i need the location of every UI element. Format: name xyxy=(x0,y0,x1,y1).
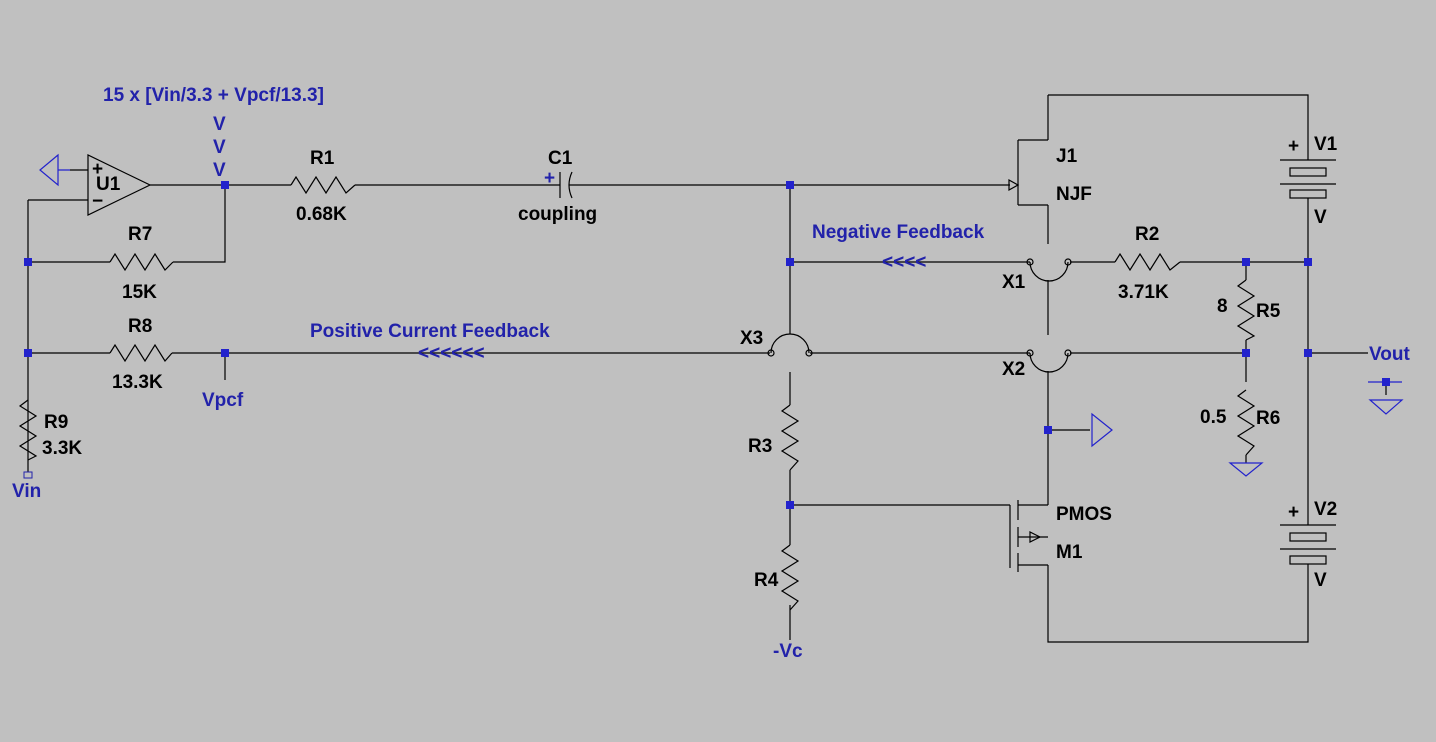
resistor-r1[interactable]: R1 0.68K xyxy=(290,148,356,225)
crossing-x3-label: X3 xyxy=(740,328,763,349)
r6-value: 0.5 xyxy=(1200,407,1227,428)
negative-feedback-label: Negative Feedback xyxy=(812,222,985,243)
v-mark-2: V xyxy=(213,137,226,158)
mosfet-m1[interactable]: PMOS M1 xyxy=(1009,500,1112,572)
r2-ref: R2 xyxy=(1135,224,1159,245)
j1-ref: J1 xyxy=(1056,146,1078,167)
m1-model: PMOS xyxy=(1056,504,1112,525)
u1-ref: U1 xyxy=(96,174,121,195)
v2-ref: V2 xyxy=(1314,499,1337,520)
resistor-r5[interactable]: R5 8 xyxy=(1217,279,1281,341)
opamp-u1[interactable]: + − U1 xyxy=(70,154,152,216)
net-label-vin: Vin xyxy=(12,481,41,502)
net-label-neg-vc: -Vc xyxy=(773,641,803,662)
vout-ground-symbol xyxy=(1368,378,1404,415)
r1-ref: R1 xyxy=(310,148,335,169)
resistor-r3[interactable]: R3 xyxy=(748,404,800,471)
svg-text:+: + xyxy=(544,168,555,189)
wires xyxy=(27,94,1387,643)
j1-model: NJF xyxy=(1056,184,1092,205)
source-v2[interactable]: + V2 V xyxy=(1280,499,1337,591)
flag-symbol-source xyxy=(1091,412,1113,448)
resistor-r7[interactable]: R7 15K xyxy=(109,224,174,303)
v2-value: V xyxy=(1314,570,1327,591)
v1-value: V xyxy=(1314,207,1327,228)
resistor-r4[interactable]: R4 xyxy=(754,544,800,611)
crossing-hops xyxy=(767,258,1072,373)
r2-value: 3.71K xyxy=(1118,282,1169,303)
r9-ref: R9 xyxy=(44,412,68,433)
crossing-x2-label: X2 xyxy=(1002,359,1025,380)
m1-ref: M1 xyxy=(1056,542,1083,563)
source-v1[interactable]: + V1 V xyxy=(1280,134,1338,228)
r3-ref: R3 xyxy=(748,436,772,457)
r4-ref: R4 xyxy=(754,570,779,591)
svg-text:+: + xyxy=(1288,502,1299,523)
opamp-ground-symbol xyxy=(39,153,70,187)
jfet-j1[interactable]: J1 NJF xyxy=(1008,139,1092,206)
r8-ref: R8 xyxy=(128,316,152,337)
r1-value: 0.68K xyxy=(296,204,347,225)
r7-value: 15K xyxy=(122,282,157,303)
formula-annotation: 15 x [Vin/3.3 + Vpcf/13.3] xyxy=(103,85,324,106)
crossing-x1-label: X1 xyxy=(1002,272,1026,293)
v-mark-1: V xyxy=(213,114,226,135)
v1-ref: V1 xyxy=(1314,134,1338,155)
v-mark-3: V xyxy=(213,160,226,181)
negative-feedback-arrows: <<<< xyxy=(882,252,926,273)
resistor-r9[interactable]: R9 3.3K xyxy=(18,399,82,479)
resistor-r6[interactable]: R6 0.5 xyxy=(1200,389,1280,456)
r6-ref: R6 xyxy=(1256,408,1280,429)
net-label-vpcf: Vpcf xyxy=(202,390,244,411)
hop-x2 xyxy=(1029,352,1069,373)
resistor-r2[interactable]: R2 3.71K xyxy=(1114,224,1181,303)
resistor-r8[interactable]: R8 13.3K xyxy=(109,316,173,393)
positive-feedback-label: Positive Current Feedback xyxy=(310,321,550,342)
hop-x3 xyxy=(770,333,810,354)
r9-value: 3.3K xyxy=(42,438,82,459)
hop-x1 xyxy=(1029,261,1069,282)
capacitor-c1[interactable]: + C1 coupling xyxy=(518,148,597,225)
r7-ref: R7 xyxy=(128,224,152,245)
positive-feedback-arrows: <<<<<< xyxy=(418,343,485,364)
svg-text:−: − xyxy=(92,191,103,212)
net-label-vout: Vout xyxy=(1369,344,1410,365)
svg-text:+: + xyxy=(92,159,103,180)
junction-nodes xyxy=(24,181,1312,509)
svg-text:+: + xyxy=(1288,136,1299,157)
r5-ref: R5 xyxy=(1256,301,1281,322)
r5-value: 8 xyxy=(1217,296,1228,317)
r6-ground-symbol xyxy=(1228,462,1264,477)
r8-value: 13.3K xyxy=(112,372,163,393)
c1-ref: C1 xyxy=(548,148,573,169)
c1-value: coupling xyxy=(518,204,597,225)
